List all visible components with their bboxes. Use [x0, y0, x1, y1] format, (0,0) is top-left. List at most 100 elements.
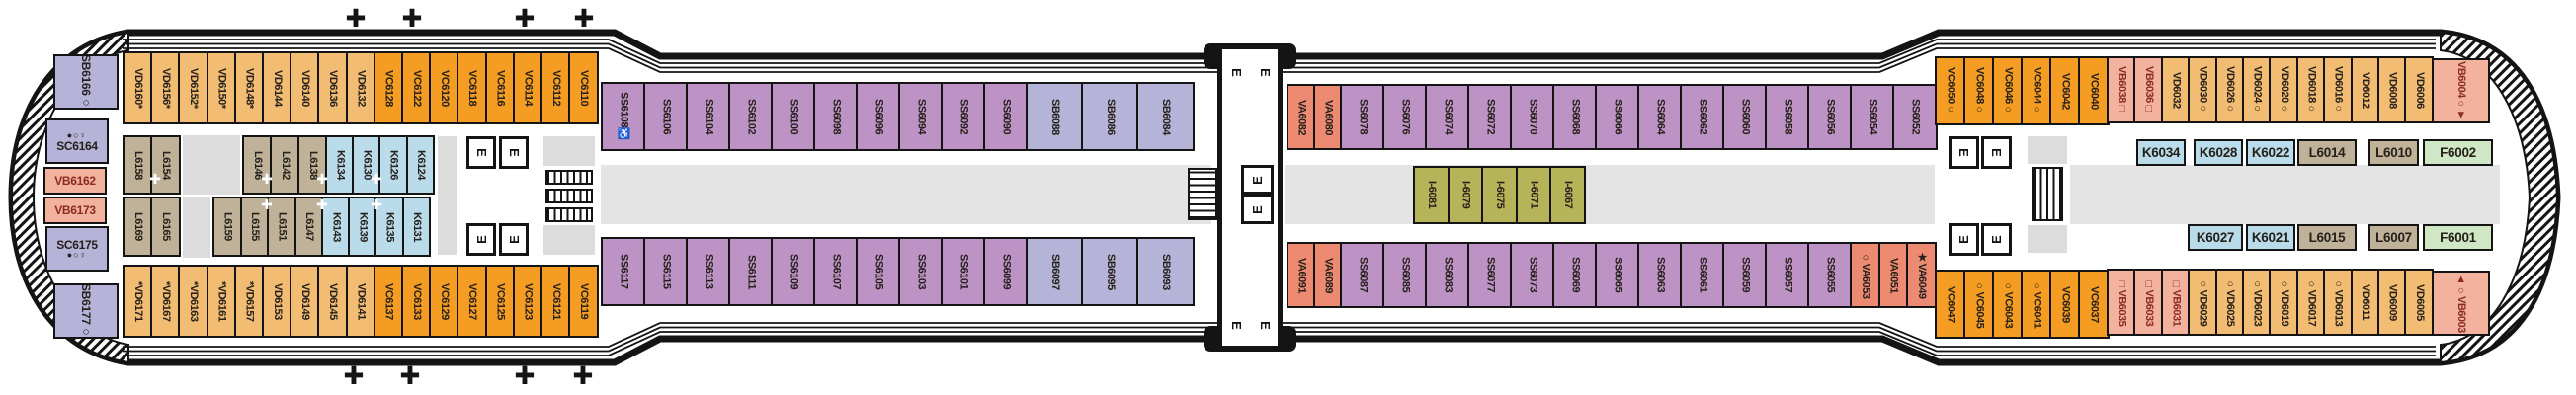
- cabin-SS6073: SS6073: [1510, 242, 1555, 308]
- cabin-VD6160: VD6160*: [123, 51, 153, 124]
- cabin-VB6033: □VB6033: [2133, 269, 2164, 336]
- cabin-VD6144: VD6144: [262, 51, 292, 124]
- cabin-K6131: K6131: [401, 197, 432, 257]
- cabin-SS6109: SS6109: [771, 237, 816, 306]
- cabin-SS6060: SS6060: [1722, 84, 1768, 150]
- cabin-F6002: F6002: [2423, 139, 2493, 166]
- plus-marker: ✚: [514, 360, 536, 390]
- cabin-VC6121: VC6121: [540, 265, 571, 338]
- cabin-VA6082: VA6082: [1287, 84, 1316, 150]
- cabin-L6142: L6142: [270, 135, 300, 195]
- cabin-VC6040: VC6040: [2078, 56, 2110, 125]
- elevator-icon: E: [473, 148, 489, 157]
- cabin-I-6081: I-6081: [1413, 166, 1450, 224]
- cabin-VD6023: ○VD6023: [2242, 269, 2272, 336]
- cabin-VD6141: VD6141: [345, 265, 376, 338]
- connecting-door-icon: ✚: [316, 198, 328, 213]
- cabin-VB6173: VB6173: [43, 197, 107, 224]
- elevator-icon: E: [1988, 235, 2004, 244]
- cabin-L6014: L6014: [2297, 139, 2357, 166]
- cabin-VD6145: VD6145: [317, 265, 349, 338]
- cabin-label: SC6175: [56, 237, 98, 252]
- connecting-door-icon: ✚: [149, 172, 161, 188]
- stairs-icon: [1188, 168, 1217, 220]
- cabin-L6154: L6154: [150, 135, 181, 195]
- elevator-room: E: [466, 223, 496, 256]
- cabin-VC6118: VC6118: [457, 51, 488, 124]
- cabin-VD6026: VD6026○: [2214, 56, 2245, 123]
- cabin-VC6041: ○VC6041: [2021, 270, 2052, 339]
- plus-marker: ✚: [343, 360, 365, 390]
- cabin-VC6125: VC6125: [484, 265, 516, 338]
- elevator-icon: E: [1257, 68, 1273, 77]
- stairs-icon: [2032, 167, 2063, 221]
- cabin-SS6065: SS6065: [1595, 242, 1640, 308]
- cabin-VD6011: VD6011: [2350, 269, 2380, 336]
- cabin-label: SB6177○: [79, 283, 93, 339]
- cabin-SS6094: SS6094: [898, 82, 944, 151]
- elevator-icon: E: [1955, 148, 1971, 157]
- cabin-K6126: K6126: [378, 135, 409, 195]
- elevator-room: E: [1949, 223, 1979, 256]
- connecting-door-icon: ✚: [371, 198, 382, 213]
- cabin-L6165: L6165: [150, 197, 181, 257]
- cabin-VD6024: VD6024○: [2242, 56, 2272, 123]
- cabin-SS6103: SS6103: [898, 237, 944, 306]
- elevator-icon: E: [1955, 235, 1971, 244]
- cabin-SB6088: SB6088: [1026, 82, 1084, 151]
- facility-icons: ●○♀: [66, 249, 88, 260]
- cabin-VD6016: VD6016○: [2323, 56, 2354, 123]
- plus-marker: ✚: [514, 3, 536, 33]
- cabin-VD6012: VD6012: [2350, 56, 2380, 123]
- cabin-SS6074: SS6074: [1425, 84, 1470, 150]
- cabin-VC6045: ○VC6045: [1963, 270, 1995, 339]
- cabin-SS6111: SS6111: [728, 237, 774, 306]
- cabin-VD6029: ○VD6029: [2188, 269, 2218, 336]
- cabin-K6124: K6124: [405, 135, 436, 195]
- cabin-K6027: K6027: [2188, 224, 2243, 251]
- plus-marker: ✚: [401, 3, 423, 33]
- stairs-icon: [545, 189, 593, 203]
- cabin-SS6063: SS6063: [1637, 242, 1683, 308]
- stairs-icon: [545, 207, 593, 222]
- cabin-L6007: L6007: [2368, 224, 2419, 251]
- cabin-SS6092: SS6092: [941, 82, 986, 151]
- cabin-SS6108: SS6108♿: [601, 82, 646, 151]
- cabin-I-6075: I-6075: [1481, 166, 1518, 224]
- elevator-icon: E: [1988, 148, 2004, 157]
- cabin-I-6067: I-6067: [1549, 166, 1586, 224]
- facility: [2028, 136, 2067, 164]
- connecting-door-icon: ✚: [261, 172, 273, 188]
- facility: [183, 135, 240, 195]
- facility: [543, 225, 595, 255]
- facility: [438, 136, 457, 255]
- cabin-VD6149: VD6149: [290, 265, 320, 338]
- cabin-SS6107: SS6107: [813, 237, 859, 306]
- cabin-VC6039: VC6039: [2049, 270, 2081, 339]
- cabin-VA6053: ○VA6053: [1850, 242, 1880, 308]
- cabin-L6159: L6159: [212, 197, 242, 257]
- elevator-icon: E: [1249, 175, 1265, 185]
- cabin-SS6076: SS6076: [1382, 84, 1428, 150]
- cabin-VB6004: VB6004○▼: [2432, 58, 2490, 123]
- elevator-room: E: [1241, 195, 1274, 224]
- cabin-VD6025: ○VD6025: [2214, 269, 2245, 336]
- elevator-room: E: [466, 136, 496, 169]
- cabin-SB6166: SB6166○: [53, 54, 119, 110]
- facility: [2028, 225, 2067, 253]
- cabin-SS6083: SS6083: [1425, 242, 1470, 308]
- cabin-VD6017: ○VD6017: [2295, 269, 2326, 336]
- elevator-icon: E: [506, 148, 522, 157]
- cabin-SS6100: SS6100: [771, 82, 816, 151]
- cabin-SS6056: SS6056: [1807, 84, 1853, 150]
- plus-marker: ✚: [345, 3, 367, 33]
- cabin-VD6167: *VD6167: [150, 265, 181, 338]
- cabin-VC6044: VC6044○: [2021, 56, 2052, 125]
- cabin-K6021: K6021: [2246, 224, 2295, 251]
- cabin-VD6032: VD6032: [2160, 56, 2191, 123]
- cabin-SB6097: SB6097: [1026, 237, 1084, 306]
- elevator-room: E: [1241, 165, 1274, 195]
- cabin-SS6057: SS6057: [1765, 242, 1810, 308]
- cabin-VD6157: *VD6157: [233, 265, 265, 338]
- elevator-icon: E: [1228, 321, 1244, 330]
